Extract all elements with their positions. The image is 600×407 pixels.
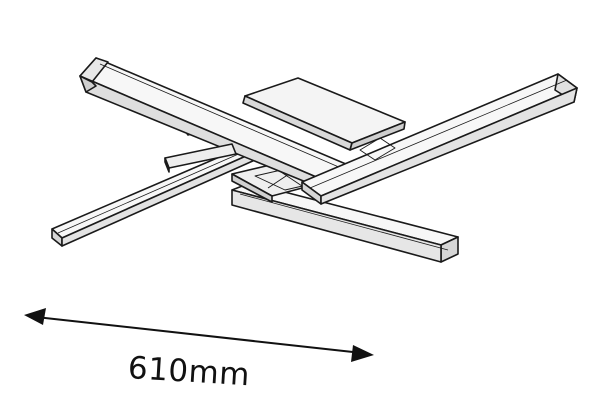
dimension-arrow (24, 308, 374, 362)
side-bracket (164, 143, 237, 173)
arrowhead-right-icon (351, 345, 374, 362)
mounting-plate (182, 77, 406, 151)
ceiling-light-fixture (51, 57, 578, 263)
light-bar-upper-right (301, 73, 578, 205)
light-bar-lower-left (51, 145, 256, 247)
arrowhead-left-icon (24, 308, 46, 325)
